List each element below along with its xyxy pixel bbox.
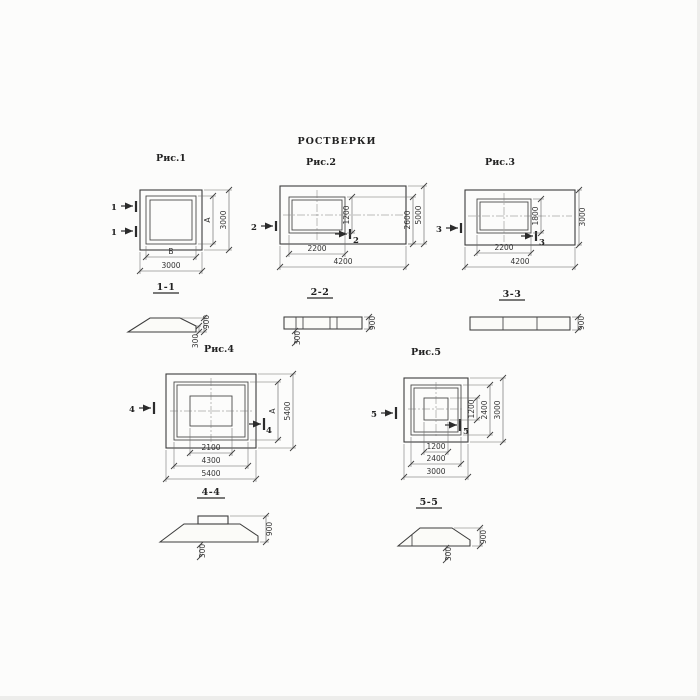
fig4-outer-square <box>165 373 257 449</box>
fig1-profile-dim-edge: 300 <box>191 334 200 349</box>
fig1-section-number: 1 <box>111 203 117 213</box>
fig5-label: Рис.5 <box>411 347 441 358</box>
fig5-dim-h1: 1200 <box>467 399 476 418</box>
fig3-dim-inner-width: 2200 <box>494 243 513 252</box>
fig4-dimensions: 2100 4300 5400 А 5400 <box>162 370 297 483</box>
fig2-section-label: 2-2 <box>311 287 330 298</box>
fig4-dim-h2: 5400 <box>283 401 292 420</box>
fig1-section-label: 1-1 <box>157 282 176 293</box>
fig5-outer-square <box>403 377 469 443</box>
fig4-section-number: 4 <box>129 405 135 415</box>
fig3-dim-h2: 3000 <box>578 207 587 226</box>
fig3-profile-shape <box>469 316 571 331</box>
scan-edge-bottom <box>0 696 700 700</box>
fig3-plan <box>464 189 576 246</box>
fig4-dim-outer-width: 5400 <box>201 469 220 478</box>
fig5-plan <box>403 377 469 443</box>
fig2-profile-dim-edge: 300 <box>293 331 302 346</box>
fig1-label: Рис.1 <box>156 153 186 164</box>
fig1-section-mark-top: 1 <box>111 201 138 213</box>
fig1-dim-inner-width: В <box>168 247 173 256</box>
fig1-profile-dim-max: 900 <box>202 315 211 330</box>
fig2-dim-h1: 1200 <box>342 205 351 224</box>
fig5-dim-col-width: 1200 <box>426 442 445 451</box>
fig2-section-mark-left: 2 <box>251 221 278 233</box>
fig3-section-number: 3 <box>539 238 545 248</box>
fig4-dim-col-width: 2100 <box>201 443 220 452</box>
fig4-section-label: 4-4 <box>202 487 221 498</box>
fig3-outer-rect <box>464 189 576 246</box>
fig2-label: Рис.2 <box>306 157 336 168</box>
fig3-section-mark-left: 3 <box>436 223 463 235</box>
fig4-section-mark-right: 4 <box>249 418 272 436</box>
fig1-section-view: 1-1 900 300 <box>126 282 211 349</box>
scan-edge-right <box>697 0 700 700</box>
fig2-section-number: 2 <box>353 236 359 246</box>
fig1-outer-square <box>139 189 203 251</box>
fig4: Рис.4 4 4 2100 4300 540 <box>129 344 297 561</box>
fig2-outer-rect <box>279 185 407 245</box>
fig5-profile-dim-max: 900 <box>479 530 488 545</box>
fig4-label: Рис.4 <box>204 344 234 355</box>
fig4-plan <box>165 373 257 449</box>
fig5-dim-h2: 2400 <box>480 400 489 419</box>
fig2-profile-shape <box>283 316 363 330</box>
fig5-section-view: 5-5 900 300 <box>396 497 488 564</box>
fig5-profile-dim-edge: 300 <box>444 547 453 562</box>
fig4-section-mark-left: 4 <box>129 402 156 415</box>
fig1-dimensions: В 3000 А 3000 <box>136 186 233 275</box>
fig4-profile-dim-max: 900 <box>265 522 274 537</box>
fig3-label: Рис.3 <box>485 157 515 168</box>
fig4-profile-dim-edge: 300 <box>198 544 207 559</box>
fig4-section-view: 4-4 900 300 <box>158 487 274 561</box>
fig1-dim-outer-width: 3000 <box>161 261 180 270</box>
fig2-section-number: 2 <box>251 223 257 233</box>
fig3-section-view: 3-3 900 <box>469 289 586 334</box>
fig2-dim-h3: 5000 <box>414 205 423 224</box>
fig1-section-number: 1 <box>111 228 117 238</box>
fig5-section-mark-right: 5 <box>445 419 469 437</box>
fig4-section-number: 4 <box>266 426 272 436</box>
fig3-dim-h1: 1800 <box>531 206 540 225</box>
fig3-dimensions: 2200 4200 1800 3000 <box>461 186 587 271</box>
fig3-section-label: 3-3 <box>503 289 522 300</box>
fig5-section-number: 5 <box>463 427 469 437</box>
fig5-section-number: 5 <box>371 410 377 420</box>
fig5-section-mark-left: 5 <box>371 407 398 420</box>
fig1-dim-outer-height: 3000 <box>219 210 228 229</box>
fig5-dimensions: 1200 2400 3000 1200 2400 3000 <box>400 374 507 481</box>
fig1-dim-inner-height: А <box>203 217 212 223</box>
fig3: Рис.3 3 3 2200 4200 1800 <box>436 157 587 334</box>
fig1-plan <box>139 189 203 251</box>
fig1: Рис.1 1 1 В 3000 А 3000 <box>111 153 233 349</box>
sheet-title: РОСТВЕРКИ <box>297 136 376 147</box>
fig2-section-view: 2-2 900 300 <box>283 287 377 347</box>
fig5-dim-inner-width: 2400 <box>426 454 445 463</box>
fig3-dim-outer-width: 4200 <box>510 257 529 266</box>
fig4-profile-column-stub <box>197 515 229 525</box>
fig2-dim-outer-width: 4200 <box>333 257 352 266</box>
fig5: Рис.5 5 5 1200 2400 300 <box>371 347 507 564</box>
fig4-profile-shape <box>158 523 259 543</box>
fig2-plan <box>279 185 407 245</box>
fig5-section-label: 5-5 <box>420 497 439 508</box>
fig2-section-mark-right: 2 <box>335 229 359 246</box>
fig2-dim-h2: 2600 <box>403 210 412 229</box>
fig4-dim-inner-width: 4300 <box>201 456 220 465</box>
fig2: Рис.2 2 2 2200 4200 120 <box>251 157 428 347</box>
fig1-inner-square-2 <box>149 199 193 241</box>
fig2-dimensions: 2200 4200 1200 2600 5000 <box>276 182 428 271</box>
fig4-dim-h1: А <box>268 408 277 414</box>
fig1-section-mark-bottom: 1 <box>111 226 138 238</box>
fig2-dim-inner-width: 2200 <box>307 244 326 253</box>
fig5-dim-h3: 3000 <box>493 400 502 419</box>
fig3-section-number: 3 <box>436 225 442 235</box>
fig1-inner-square <box>145 195 197 245</box>
fig1-profile-shape <box>126 317 197 333</box>
fig5-dim-outer-width: 3000 <box>426 467 445 476</box>
fig3-profile-dim-max: 900 <box>577 316 586 331</box>
fig2-profile-dim-max: 900 <box>368 316 377 331</box>
fig5-profile-shape <box>396 527 471 547</box>
